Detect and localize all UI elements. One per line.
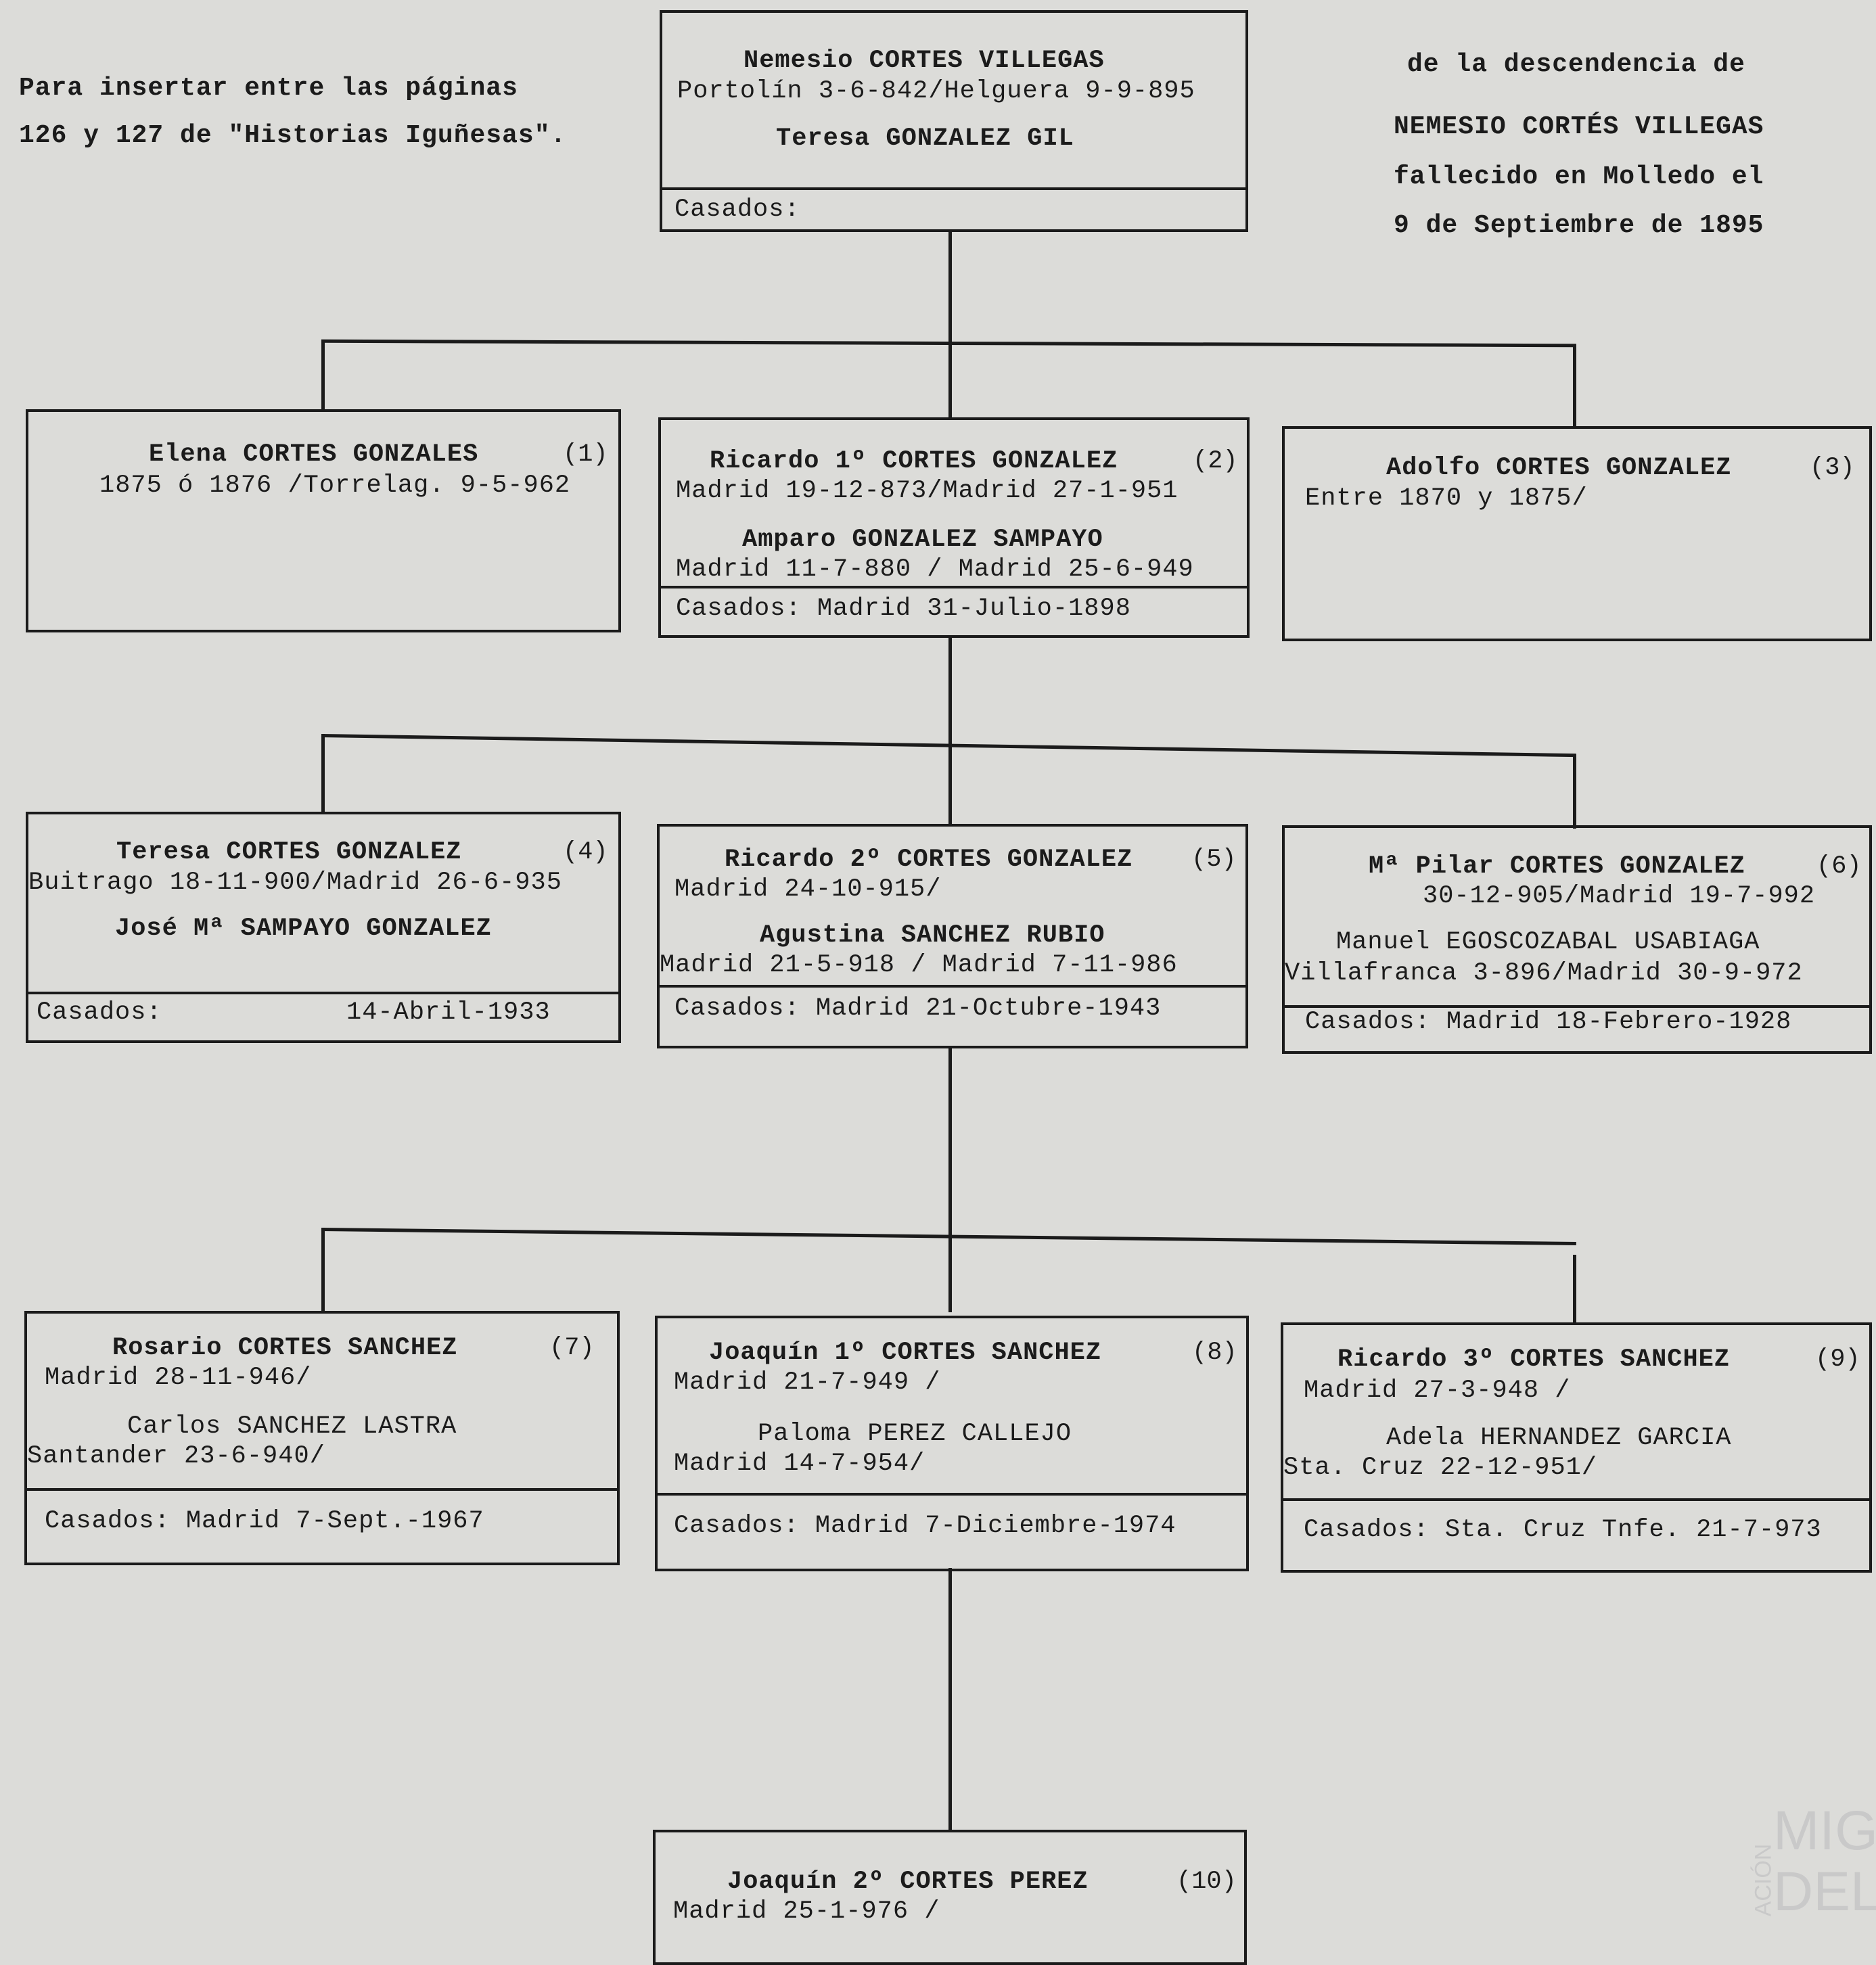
connector-gen2-right — [1573, 754, 1576, 829]
watermark-logo: ACIÓN MIGU DELIB — [1749, 1799, 1876, 1934]
person-box-1: Elena CORTES GONZALES (1) 1875 ó 1876 /T… — [26, 409, 621, 632]
person-box-3: Adolfo CORTES GONZALEZ (3) Entre 1870 y … — [1282, 426, 1872, 641]
person-number: (4) — [563, 838, 608, 866]
spouse-name: Paloma PEREZ CALLEJO — [758, 1420, 1072, 1448]
person-number: (2) — [1193, 447, 1238, 476]
divider — [27, 1488, 617, 1491]
person-dates: Madrid 27-3-948 / — [1304, 1377, 1571, 1405]
marriage-info: Casados: Madrid 7-Diciembre-1974 — [674, 1512, 1176, 1540]
person-dates: Madrid 21-7-949 / — [674, 1368, 941, 1397]
divider — [662, 187, 1245, 190]
person-box-root: Nemesio CORTES VILLEGAS Portolín 3-6-842… — [660, 10, 1248, 232]
person-box-8: Joaquín 1º CORTES SANCHEZ (8) Madrid 21-… — [655, 1316, 1249, 1571]
insert-note-line2: 126 y 127 de "Historias Iguñesas". — [19, 121, 567, 150]
spouse-name: Agustina SANCHEZ RUBIO — [760, 921, 1105, 950]
spouse-dates: Madrid 11-7-880 / Madrid 25-6-949 — [676, 555, 1194, 584]
person-box-2: Ricardo 1º CORTES GONZALEZ (2) Madrid 19… — [658, 417, 1250, 638]
marriage-info: Casados: Madrid 7-Sept.-1967 — [45, 1507, 484, 1535]
description-line2: NEMESIO CORTÉS VILLEGAS — [1394, 112, 1764, 141]
person-name: Teresa CORTES GONZALEZ — [116, 838, 462, 866]
marriage-date: 14-Abril-1933 — [346, 998, 551, 1027]
watermark-line1: MIGU — [1773, 1800, 1876, 1862]
person-box-5: Ricardo 2º CORTES GONZALEZ (5) Madrid 24… — [657, 824, 1248, 1048]
person-dates: 1875 ó 1876 /Torrelag. 9-5-962 — [99, 471, 571, 500]
person-box-7: Rosario CORTES SANCHEZ (7) Madrid 28-11-… — [24, 1311, 620, 1565]
person-dates: Madrid 19-12-873/Madrid 27-1-951 — [676, 477, 1179, 505]
person-box-4: Teresa CORTES GONZALEZ (4) Buitrago 18-1… — [26, 812, 621, 1043]
person-number: (9) — [1815, 1345, 1860, 1374]
spouse-dates: Madrid 21-5-918 / Madrid 7-11-986 — [660, 951, 1178, 979]
person-dates: 30-12-905/Madrid 19-7-992 — [1423, 882, 1816, 910]
marriage-info: Casados: Sta. Cruz Tnfe. 21-7-973 — [1304, 1516, 1822, 1544]
person-number: (1) — [563, 440, 608, 469]
person-name: Adolfo CORTES GONZALEZ — [1386, 454, 1732, 482]
person-box-9: Ricardo 3º CORTES SANCHEZ (9) Madrid 27-… — [1281, 1322, 1872, 1573]
spouse-dates: Santander 23-6-940/ — [27, 1442, 325, 1471]
person-dates: Entre 1870 y 1875/ — [1305, 484, 1588, 513]
divider — [658, 1493, 1246, 1496]
person-name: Ricardo 3º CORTES SANCHEZ — [1337, 1345, 1731, 1374]
divider — [661, 586, 1247, 588]
person-dates: Buitrago 18-11-900/Madrid 26-6-935 — [28, 869, 562, 897]
divider — [1283, 1498, 1869, 1501]
person-name: Mª Pilar CORTES GONZALEZ — [1369, 852, 1745, 881]
marriage-info: Casados: — [674, 195, 800, 224]
person-name: Joaquín 2º CORTES PEREZ — [727, 1868, 1089, 1896]
connector-gen1-down — [948, 636, 952, 825]
connector-gen3-right — [1573, 1255, 1576, 1322]
person-box-6: Mª Pilar CORTES GONZALEZ (6) 30-12-905/M… — [1282, 825, 1872, 1054]
person-box-10: Joaquín 2º CORTES PEREZ (10) Madrid 25-1… — [653, 1830, 1247, 1965]
person-name: Elena CORTES GONZALES — [149, 440, 479, 469]
person-number: (8) — [1192, 1339, 1237, 1367]
marriage-info: Casados: Madrid 21-Octubre-1943 — [674, 994, 1162, 1023]
spouse-name: Manuel EGOSCOZABAL USABIAGA — [1336, 928, 1760, 956]
person-number: (10) — [1176, 1868, 1237, 1896]
spouse-name: José Mª SAMPAYO GONZALEZ — [115, 915, 492, 943]
person-name: Nemesio CORTES VILLEGAS — [743, 47, 1105, 75]
spouse-name: Amparo GONZALEZ SAMPAYO — [742, 526, 1103, 554]
connector-gen1-right — [1573, 345, 1576, 426]
insert-note-line1: Para insertar entre las páginas — [19, 74, 518, 103]
person-dates: Madrid 28-11-946/ — [45, 1364, 312, 1392]
connector-gen3-down — [948, 1568, 952, 1832]
description-line1: de la descendencia de — [1407, 50, 1745, 79]
watermark-line2: DELIB — [1773, 1861, 1876, 1922]
person-dates: Madrid 25-1-976 / — [673, 1897, 940, 1926]
connector-gen2-down — [948, 1047, 952, 1312]
spouse-dates: Madrid 14-7-954/ — [674, 1450, 925, 1478]
marriage-info: Casados: Madrid 18-Febrero-1928 — [1305, 1008, 1792, 1036]
connector-gen1-left — [321, 342, 325, 409]
divider — [660, 985, 1245, 988]
spouse-dates: Sta. Cruz 22-12-951/ — [1283, 1454, 1598, 1482]
description-line3: fallecido en Molledo el — [1394, 162, 1764, 191]
marriage-info: Casados: Madrid 31-Julio-1898 — [676, 595, 1131, 623]
person-dates: Portolín 3-6-842/Helguera 9-9-895 — [677, 77, 1195, 106]
connector-gen2-left — [321, 734, 325, 814]
person-name: Joaquín 1º CORTES SANCHEZ — [709, 1339, 1102, 1367]
description-line4: 9 de Septiembre de 1895 — [1394, 211, 1764, 240]
person-name: Rosario CORTES SANCHEZ — [112, 1334, 458, 1362]
spouse-name: Teresa GONZALEZ GIL — [776, 124, 1074, 153]
divider — [1285, 1005, 1869, 1008]
spouse-dates: Villafranca 3-896/Madrid 30-9-972 — [1285, 959, 1803, 988]
person-name: Ricardo 1º CORTES GONZALEZ — [710, 447, 1118, 476]
person-number: (6) — [1816, 852, 1862, 881]
person-number: (3) — [1810, 454, 1855, 482]
connector-gen3-left — [321, 1228, 325, 1312]
person-number: (7) — [549, 1334, 595, 1362]
marriage-label: Casados: — [37, 998, 162, 1027]
connector-root-down — [948, 230, 952, 418]
person-name: Ricardo 2º CORTES GONZALEZ — [725, 846, 1133, 874]
spouse-name: Adela HERNANDEZ GARCIA — [1386, 1424, 1732, 1452]
person-dates: Madrid 24-10-915/ — [674, 875, 942, 904]
person-number: (5) — [1191, 846, 1237, 874]
spouse-name: Carlos SANCHEZ LASTRA — [127, 1412, 457, 1441]
divider — [28, 992, 618, 994]
